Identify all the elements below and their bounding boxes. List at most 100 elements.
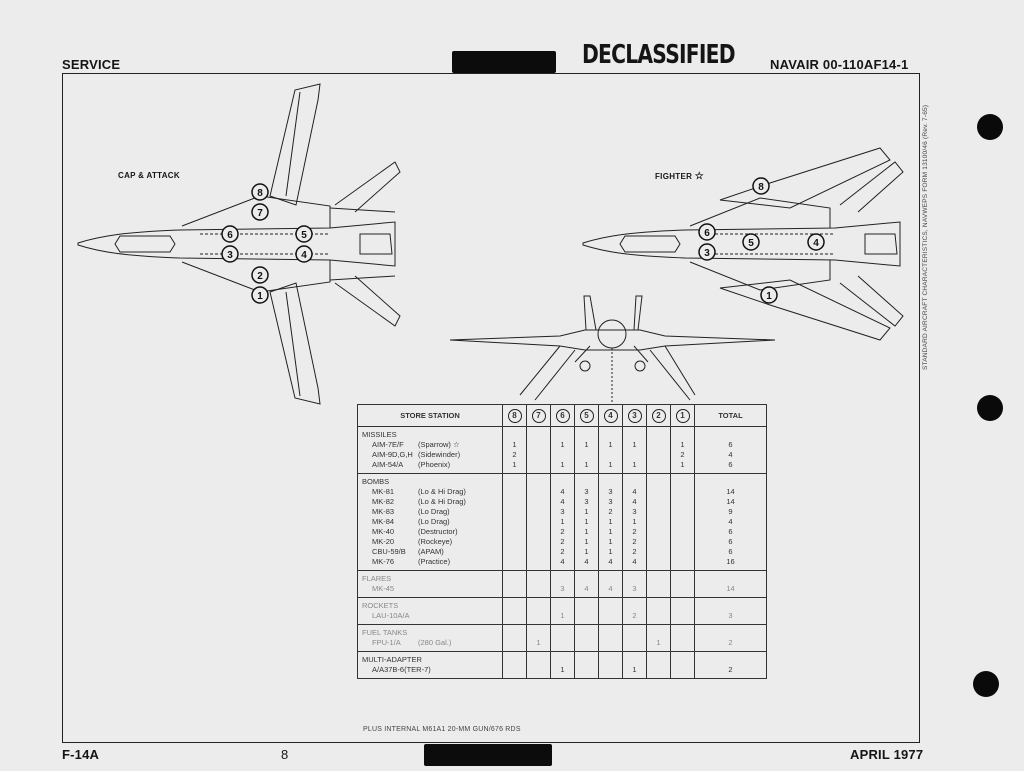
station-count <box>503 487 526 497</box>
svg-text:3: 3 <box>227 250 233 261</box>
station-count <box>671 611 694 621</box>
station-count: 1 <box>560 517 565 526</box>
station-count <box>671 537 694 547</box>
store-item-code: MK-84 <box>372 517 395 526</box>
footer-right: APRIL 1977 <box>850 747 924 762</box>
station-count: 1 <box>584 517 589 526</box>
station-count <box>503 665 526 675</box>
station-count: 3 <box>584 497 589 506</box>
svg-text:3: 3 <box>704 248 710 259</box>
station-count-cell <box>598 624 623 652</box>
station-count <box>647 450 670 460</box>
store-item: MK-81(Lo & Hi Drag) <box>362 487 498 497</box>
station-count: 2 <box>632 537 637 546</box>
station-header-1: 1 <box>675 408 690 423</box>
store-item-code: A/A37B-6(TER-7) <box>372 665 431 674</box>
station-count <box>503 557 526 567</box>
station-count: 2 <box>632 611 637 620</box>
store-item: FPU-1/A(280 Gal.) <box>362 638 498 648</box>
station-count: 1 <box>608 440 613 449</box>
store-item: MK-76(Practice) <box>362 557 498 567</box>
store-group-name: FUEL TANKS <box>362 628 408 637</box>
station-count <box>503 517 526 527</box>
station-count: 1 <box>680 460 685 469</box>
station-count: 3 <box>632 584 637 593</box>
station-count <box>647 460 670 470</box>
station-count <box>647 611 670 621</box>
station-count-cell: 4 <box>574 570 599 598</box>
total-count: 2 <box>728 665 733 674</box>
station-count <box>575 638 598 648</box>
station-count: 2 <box>560 537 565 546</box>
total-count: 4 <box>728 517 733 526</box>
store-item: MK-84(Lo Drag) <box>362 517 498 527</box>
station-marker-fighter-3: 3 <box>698 243 716 261</box>
station-count: 1 <box>584 440 589 449</box>
store-item-code: MK-82 <box>372 497 395 506</box>
station-count-cell <box>670 473 695 571</box>
redaction-mark-footer <box>424 744 552 766</box>
station-count <box>647 507 670 517</box>
station-count <box>647 584 670 594</box>
station-count <box>527 507 550 517</box>
station-header-4: 4 <box>603 408 618 423</box>
internal-gun-footnote: PLUS INTERNAL M61A1 20-MM GUN/676 RDS <box>363 726 521 733</box>
station-count <box>503 638 526 648</box>
station-count: 1 <box>608 547 613 556</box>
station-count <box>647 527 670 537</box>
station-count: 1 <box>584 460 589 469</box>
store-group-name: FLARES <box>362 574 392 583</box>
store-item-code: MK-40 <box>372 527 395 536</box>
station-count-cell <box>670 570 695 598</box>
total-count: 9 <box>728 507 733 516</box>
store-group-name: MULTI-ADAPTER <box>362 655 422 664</box>
station-count-cell: 4 <box>598 570 623 598</box>
station-count <box>647 537 670 547</box>
station-count: 4 <box>632 557 637 566</box>
station-count <box>671 547 694 557</box>
station-count: 4 <box>632 487 637 496</box>
station-count: 1 <box>608 537 613 546</box>
store-item: AIM-9D,G,H(Sidewinder) <box>362 450 498 460</box>
svg-text:1: 1 <box>257 291 263 302</box>
store-item-code: AIM-9D,G,H <box>372 450 413 459</box>
station-count-cell <box>574 597 599 625</box>
store-station-header: STORE STATION <box>357 404 503 427</box>
station-marker-cap-8: 8 <box>251 183 269 201</box>
store-item: CBU-59/B(APAM) <box>362 547 498 557</box>
station-count: 2 <box>632 527 637 536</box>
station-count <box>527 547 550 557</box>
total-count: 3 <box>728 611 733 620</box>
station-count <box>527 584 550 594</box>
total-count: 14 <box>726 584 735 593</box>
station-count <box>599 665 622 675</box>
station-count <box>527 440 550 450</box>
station-count <box>671 517 694 527</box>
station-count: 1 <box>680 440 685 449</box>
station-count <box>527 487 550 497</box>
station-count-cell <box>670 624 695 652</box>
svg-text:6: 6 <box>227 230 233 241</box>
station-marker-cap-1: 1 <box>251 286 269 304</box>
station-count-cell <box>526 597 551 625</box>
station-count: 1 <box>608 527 613 536</box>
station-count <box>599 611 622 621</box>
svg-text:1: 1 <box>766 291 772 302</box>
station-count <box>647 487 670 497</box>
station-count: 3 <box>608 487 613 496</box>
station-count <box>671 507 694 517</box>
station-count-cell <box>598 597 623 625</box>
station-count-cell <box>670 651 695 679</box>
station-count <box>503 537 526 547</box>
svg-text:6: 6 <box>704 228 710 239</box>
station-count: 4 <box>608 584 613 593</box>
station-count-cell <box>574 651 599 679</box>
